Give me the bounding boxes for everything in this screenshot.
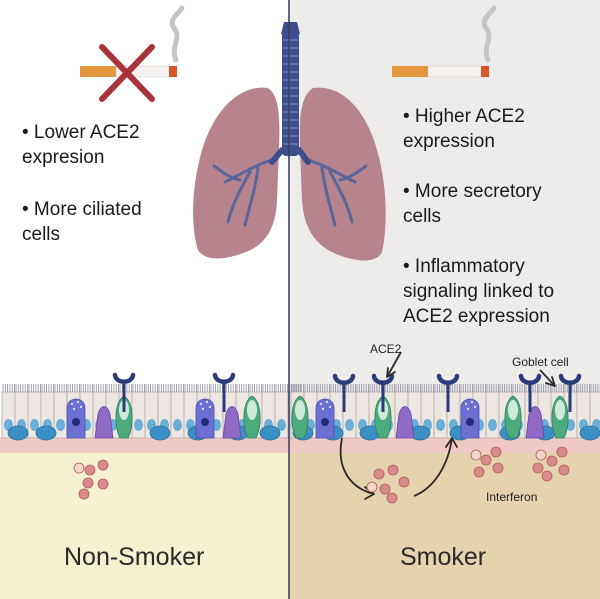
bullet-more-secretory: • More secretory cells [403, 181, 542, 227]
ace2-receptor-icon [112, 372, 136, 412]
interferon-particle [556, 446, 568, 458]
smoker-label: Smoker [400, 543, 487, 571]
goblet-cell [374, 395, 392, 439]
ace2-receptor-icon [518, 373, 542, 412]
interferon-particle [386, 492, 398, 504]
goblet-cell [504, 395, 522, 439]
interferon-particle [73, 462, 85, 474]
club-cell [315, 398, 335, 439]
goblet-cell [291, 395, 309, 439]
interferon-particle [366, 481, 378, 493]
interferon-particle [546, 455, 558, 467]
ciliated-cell [342, 384, 357, 439]
ace2-label: ACE2 [370, 342, 402, 356]
cigarette-icon-smoker [392, 5, 497, 78]
interferon-particle [387, 464, 399, 476]
cell-layer [1, 372, 600, 441]
interferon-particle [541, 470, 553, 482]
cigarette-icon-nonsmoker [80, 5, 185, 78]
interferon-particle [398, 476, 410, 488]
goblet-cell-label: Goblet cell [512, 355, 569, 369]
interferon-particle [480, 454, 492, 466]
interferon-particle [473, 466, 485, 478]
interferon-particle [532, 462, 544, 474]
ciliated-cell [485, 384, 500, 439]
interferon-arrows [339, 351, 556, 500]
goblet-cell [243, 395, 261, 439]
interferon-particle [492, 462, 504, 474]
club-cell [66, 398, 86, 439]
lungs-icon [193, 22, 386, 261]
ciliated-cell [131, 384, 146, 439]
ionocyte-cell [94, 406, 114, 439]
basal-cell [579, 425, 600, 441]
interferon-particle [82, 477, 94, 489]
cross-icon [99, 44, 155, 102]
interferon-particle [97, 459, 109, 471]
bullet-more-ciliated: • More ciliated cells [22, 199, 142, 245]
left-tissue [0, 452, 289, 599]
bullet-lower-ace2: • Lower ACE2 expresion [22, 122, 140, 168]
interferon-particle [373, 468, 385, 480]
ace2-receptor-icon [436, 373, 460, 412]
ace2-receptor-icon [558, 373, 582, 412]
interferon-label: Interferon [486, 490, 538, 504]
ace2-receptor-icon [371, 373, 395, 412]
basal-cell [149, 425, 171, 441]
interferon-particle [97, 478, 109, 490]
interferon-particles [73, 446, 570, 504]
interferon-particle [558, 464, 570, 476]
ciliated-cell [53, 384, 68, 439]
basal-cell [7, 425, 29, 441]
club-cell [195, 398, 215, 439]
ciliated-cell [170, 384, 185, 439]
interferon-particle [379, 483, 391, 495]
goblet-cell [551, 395, 569, 439]
basal-cell [259, 425, 281, 441]
interferon-particle [535, 449, 547, 461]
ace2-receptor-icon [212, 372, 236, 412]
club-cell [460, 398, 480, 439]
ionocyte-cell [395, 406, 415, 439]
bullet-inflammatory: • Inflammatory signaling linked to ACE2 … [403, 256, 555, 327]
basal-cell [35, 425, 57, 441]
interferon-particle [78, 488, 90, 500]
interferon-particle [84, 464, 96, 476]
interferon-particle [470, 449, 482, 461]
interferon-particle [490, 446, 502, 458]
ionocyte-cell [525, 406, 545, 439]
ciliated-cell [274, 384, 289, 439]
ionocyte-cell [222, 406, 242, 439]
ace2-receptor-icon [332, 373, 356, 412]
bullet-higher-ace2: • Higher ACE2 expression [403, 106, 525, 152]
right-tissue [289, 452, 600, 599]
ciliated-cell [433, 384, 448, 439]
non-smoker-label: Non-Smoker [64, 543, 205, 571]
